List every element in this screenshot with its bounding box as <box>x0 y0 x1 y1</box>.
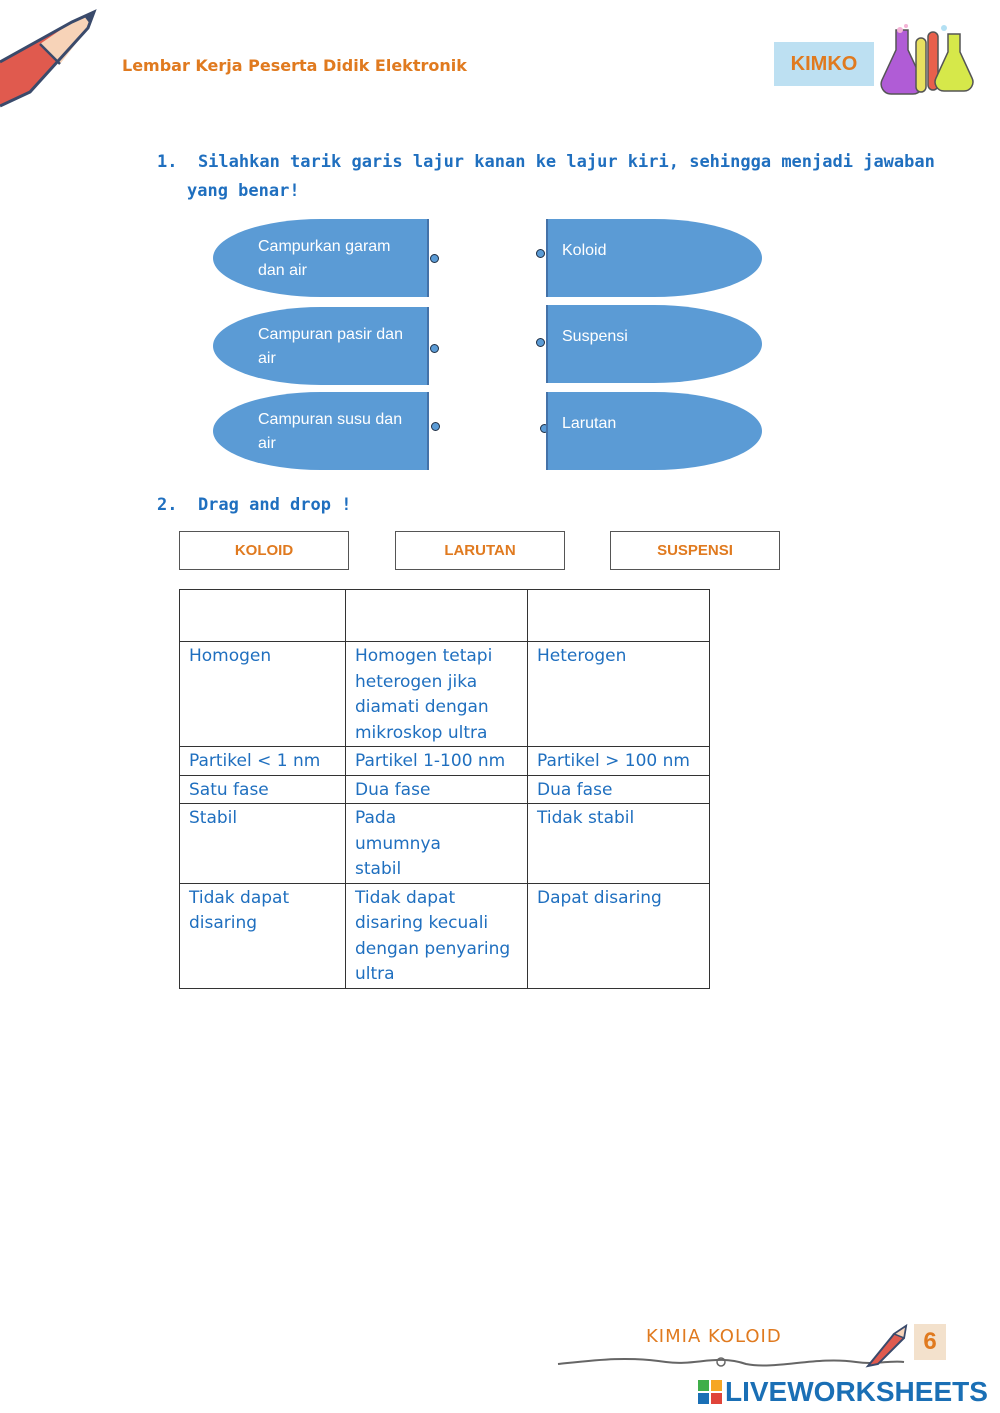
header-title: Lembar Kerja Peserta Didik Elektronik <box>122 56 467 75</box>
match-left-2[interactable]: Campuran pasir dan air <box>213 307 429 385</box>
connector-dot-left-3[interactable] <box>431 422 440 431</box>
table-row <box>179 589 710 642</box>
pencil-icon <box>0 9 97 108</box>
footer-pencil-icon <box>865 1323 908 1368</box>
liveworksheets-logo-icon <box>698 1380 722 1404</box>
question-1-text-cont: yang benar! <box>187 181 300 201</box>
table-cell: Pada umumnya stabil <box>345 803 528 884</box>
table-cell: Homogen <box>179 641 346 747</box>
footer-line-decoration <box>557 1357 905 1367</box>
table-row: Homogen Homogen tetapi heterogen jika di… <box>179 641 710 747</box>
drag-item-koloid[interactable]: KOLOID <box>179 531 349 570</box>
match-left-1[interactable]: Campurkan garam dan air <box>213 219 429 297</box>
table-cell: Partikel > 100 nm <box>527 746 710 776</box>
table-cell: Tidak dapat disaring <box>179 882 346 989</box>
connector-dot-right-1[interactable] <box>536 249 545 258</box>
match-left-label: Campuran susu dan air <box>258 411 403 452</box>
lab-flasks-icon <box>880 24 974 95</box>
match-right-2[interactable]: Suspensi <box>546 305 762 383</box>
question-1-text: 1. Silahkan tarik garis lajur kanan ke l… <box>157 152 935 172</box>
match-left-label: Campurkan garam dan air <box>258 238 391 279</box>
match-right-1[interactable]: Koloid <box>546 219 762 297</box>
drop-zone[interactable] <box>179 589 346 642</box>
match-right-label: Larutan <box>562 415 617 432</box>
liveworksheets-text: LIVEWORKSHEETS <box>725 1376 988 1407</box>
match-left-label: Campuran pasir dan air <box>258 326 403 367</box>
match-left-3[interactable]: Campuran susu dan air <box>213 392 429 470</box>
table-cell: Tidak dapat disaring kecuali dengan peny… <box>345 882 528 989</box>
footer-label: KIMIA KOLOID <box>646 1326 782 1347</box>
table-cell: Tidak stabil <box>527 803 710 884</box>
connector-dot-left-1[interactable] <box>430 254 439 263</box>
table-cell: Homogen tetapi heterogen jika diamati de… <box>345 641 528 747</box>
table-cell: Satu fase <box>179 774 346 804</box>
table-row: Stabil Pada umumnya stabil Tidak stabil <box>179 803 710 884</box>
drag-item-larutan[interactable]: LARUTAN <box>395 531 565 570</box>
table-row: Satu fase Dua fase Dua fase <box>179 774 710 804</box>
match-right-label: Koloid <box>562 242 607 259</box>
table-cell: Dua fase <box>527 774 710 804</box>
drag-item-suspensi[interactable]: SUSPENSI <box>610 531 780 570</box>
liveworksheets-brand[interactable]: LIVEWORKSHEETS <box>698 1376 988 1408</box>
drop-zone[interactable] <box>527 589 710 642</box>
match-right-label: Suspensi <box>562 328 628 345</box>
connector-dot-left-2[interactable] <box>430 344 439 353</box>
connector-dot-right-2[interactable] <box>536 338 545 347</box>
page-number: 6 <box>914 1324 946 1360</box>
kimko-badge: KIMKO <box>774 42 874 86</box>
table-cell: Partikel < 1 nm <box>179 746 346 776</box>
table-cell: Partikel 1-100 nm <box>345 746 528 776</box>
table-row: Tidak dapat disaring Tidak dapat disarin… <box>179 882 710 989</box>
table-cell: Dua fase <box>345 774 528 804</box>
table-row: Partikel < 1 nm Partikel 1-100 nm Partik… <box>179 746 710 776</box>
table-cell: Heterogen <box>527 641 710 747</box>
match-right-3[interactable]: Larutan <box>546 392 762 470</box>
question-2-text: 2. Drag and drop ! <box>157 495 352 515</box>
table-cell: Dapat disaring <box>527 882 710 989</box>
drop-zone[interactable] <box>345 589 528 642</box>
table-cell: Stabil <box>179 803 346 884</box>
comparison-table: Homogen Homogen tetapi heterogen jika di… <box>179 589 710 989</box>
